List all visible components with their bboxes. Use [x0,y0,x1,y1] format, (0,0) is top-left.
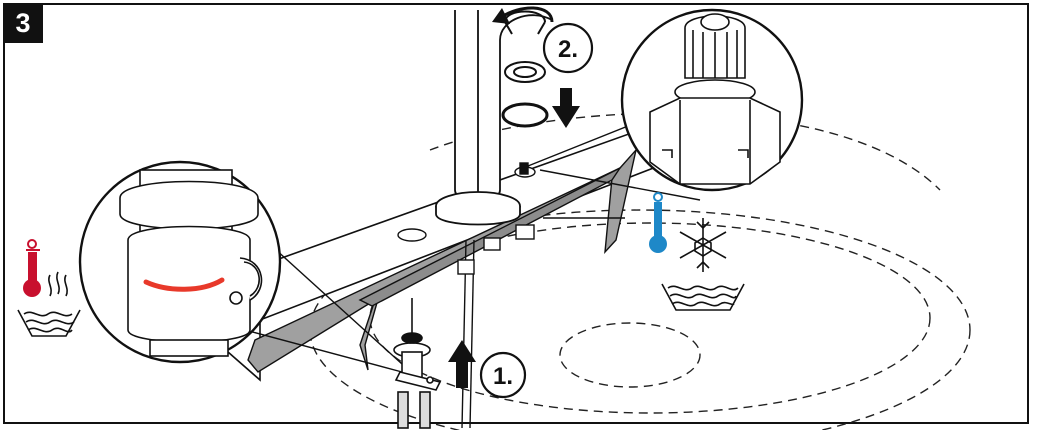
illustration-frame [3,3,1029,424]
mounting-bracket [247,147,638,373]
rotate-arrow-icon [499,6,554,23]
hot-water-thermometer-icon [17,239,81,337]
valve-seal-parts [501,10,549,128]
callout-step-2-label: 2. [558,36,578,63]
magnified-detail-right [527,8,804,201]
magnified-detail-left [78,160,403,373]
fixing-nut-assembly [393,298,442,429]
step-number-badge: 3 [3,3,43,43]
faucet-spout [435,10,553,226]
rotate-arrow-head-icon [492,8,510,24]
callout-step-1: 1. [479,351,527,399]
callout-step-1-label: 1. [493,363,513,390]
up-arrow-icon [448,340,476,388]
down-arrow-icon [552,88,580,128]
callout-step-2: 2. [542,22,594,74]
red-alignment-mark [143,277,225,292]
deck-holes [397,162,536,242]
supply-hoses [457,217,625,429]
cold-water-snowflake-icon [649,192,745,311]
